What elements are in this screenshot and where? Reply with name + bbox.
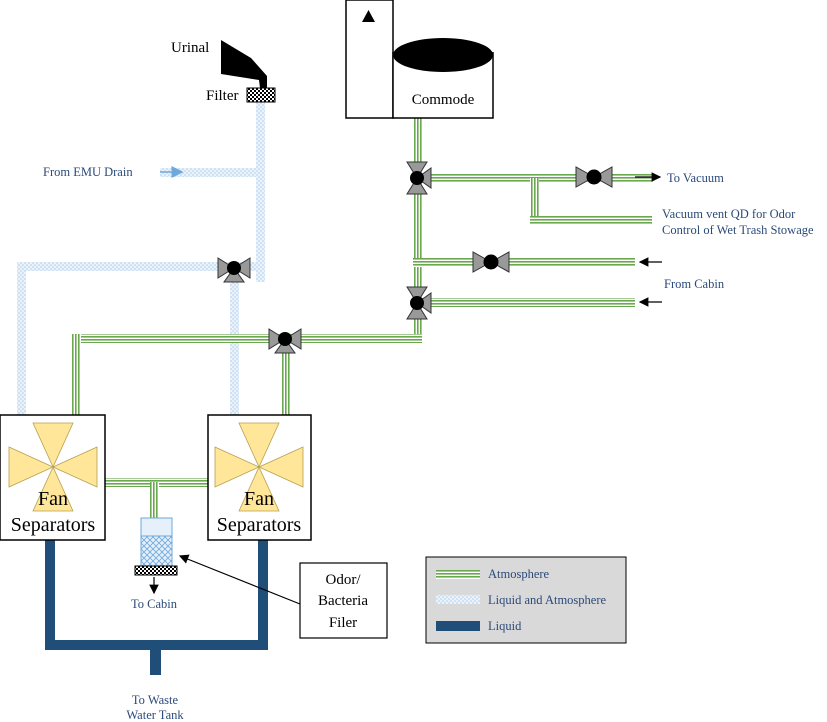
commode: Commode xyxy=(345,0,494,119)
odor-bacteria-filter xyxy=(134,517,178,576)
fan-left-label: Fan xyxy=(38,488,68,510)
from-emu-drain-label: From EMU Drain xyxy=(43,165,133,179)
right-liquid-pipe xyxy=(258,540,268,650)
valve-from-cabin[interactable] xyxy=(472,251,510,273)
atmosphere-lines xyxy=(72,118,653,518)
urinal-drain-pipe xyxy=(256,102,265,282)
vent-qd-pipe xyxy=(530,216,652,225)
urinal-filter xyxy=(246,87,276,103)
fan-left-icon xyxy=(8,422,98,512)
odor-label-line3: Filer xyxy=(329,615,357,631)
legend-liquid-atmosphere-label: Liquid and Atmosphere xyxy=(488,593,606,607)
vacuum-vent-label-line2: Control of Wet Trash Stowage xyxy=(662,223,814,237)
odor-filter-pointer-arrow xyxy=(178,554,301,605)
commode-bowl-icon xyxy=(393,38,493,72)
legend-liquid-atmosphere-swatch xyxy=(436,595,480,604)
to-waste-label-line2: Water Tank xyxy=(126,708,184,722)
legend-liquid-swatch xyxy=(436,621,480,631)
commode-indicator-icon xyxy=(362,10,375,22)
fan-right-icon xyxy=(214,422,304,512)
cabin-inlet-pipe-1 xyxy=(413,258,635,267)
separators-right-label: Separators xyxy=(217,514,302,536)
flow-arrows xyxy=(149,166,662,605)
valve-commode-junction[interactable] xyxy=(406,161,432,195)
commode-vertical-pipe xyxy=(413,118,422,343)
commode-label: Commode xyxy=(412,92,475,108)
urinal-label: Urinal xyxy=(171,40,209,56)
liquid-lines xyxy=(45,540,268,675)
left-separator-liquid-pipe xyxy=(17,262,26,415)
left-liquid-pipe xyxy=(45,540,55,650)
valve-cabin-junction[interactable] xyxy=(406,286,432,320)
vent-qd-riser xyxy=(530,178,539,223)
right-separator-atm-pipe xyxy=(281,334,290,415)
fan-separator-right: Fan Separators xyxy=(207,414,312,541)
vacuum-vent-label-line1: Vacuum vent QD for Odor xyxy=(662,207,796,221)
liquid-atmosphere-lines xyxy=(17,102,265,415)
valve-atmosphere-header[interactable] xyxy=(268,328,302,354)
odor-filter-callout: Odor/ Bacteria Filer xyxy=(299,562,388,639)
odor-filter-feed-pipe xyxy=(150,482,159,518)
legend: Atmosphere Liquid and Atmosphere Liquid xyxy=(425,556,627,644)
legend-liquid-label: Liquid xyxy=(488,619,522,633)
to-vacuum-label: To Vacuum xyxy=(667,171,724,185)
to-vacuum-pipe xyxy=(413,173,653,182)
cabin-inlet-pipe-2 xyxy=(413,298,635,307)
urinal xyxy=(221,40,267,88)
from-cabin-label: From Cabin xyxy=(664,277,725,291)
to-cabin-label: To Cabin xyxy=(131,597,178,611)
legend-atmosphere-label: Atmosphere xyxy=(488,567,550,581)
to-waste-label-line1: To Waste xyxy=(132,693,179,707)
liquid-header-pipe xyxy=(17,262,265,271)
legend-atmosphere-swatch xyxy=(436,570,480,579)
valve-to-vacuum[interactable] xyxy=(575,166,613,188)
left-separator-atm-pipe xyxy=(72,334,81,415)
atmosphere-header-pipe xyxy=(72,334,422,343)
valve-urinal-line[interactable] xyxy=(217,257,251,283)
fan-separator-left: Fan Separators xyxy=(0,414,106,541)
odor-label-line2: Bacteria xyxy=(318,593,368,609)
filter-label: Filter xyxy=(206,88,239,104)
separators-left-label: Separators xyxy=(11,514,96,536)
odor-label-line1: Odor/ xyxy=(326,572,362,588)
fan-right-label: Fan xyxy=(244,488,274,510)
emu-drain-pipe xyxy=(160,168,265,177)
urinal-funnel-icon xyxy=(221,40,267,88)
waste-tank-pipe xyxy=(150,645,161,675)
